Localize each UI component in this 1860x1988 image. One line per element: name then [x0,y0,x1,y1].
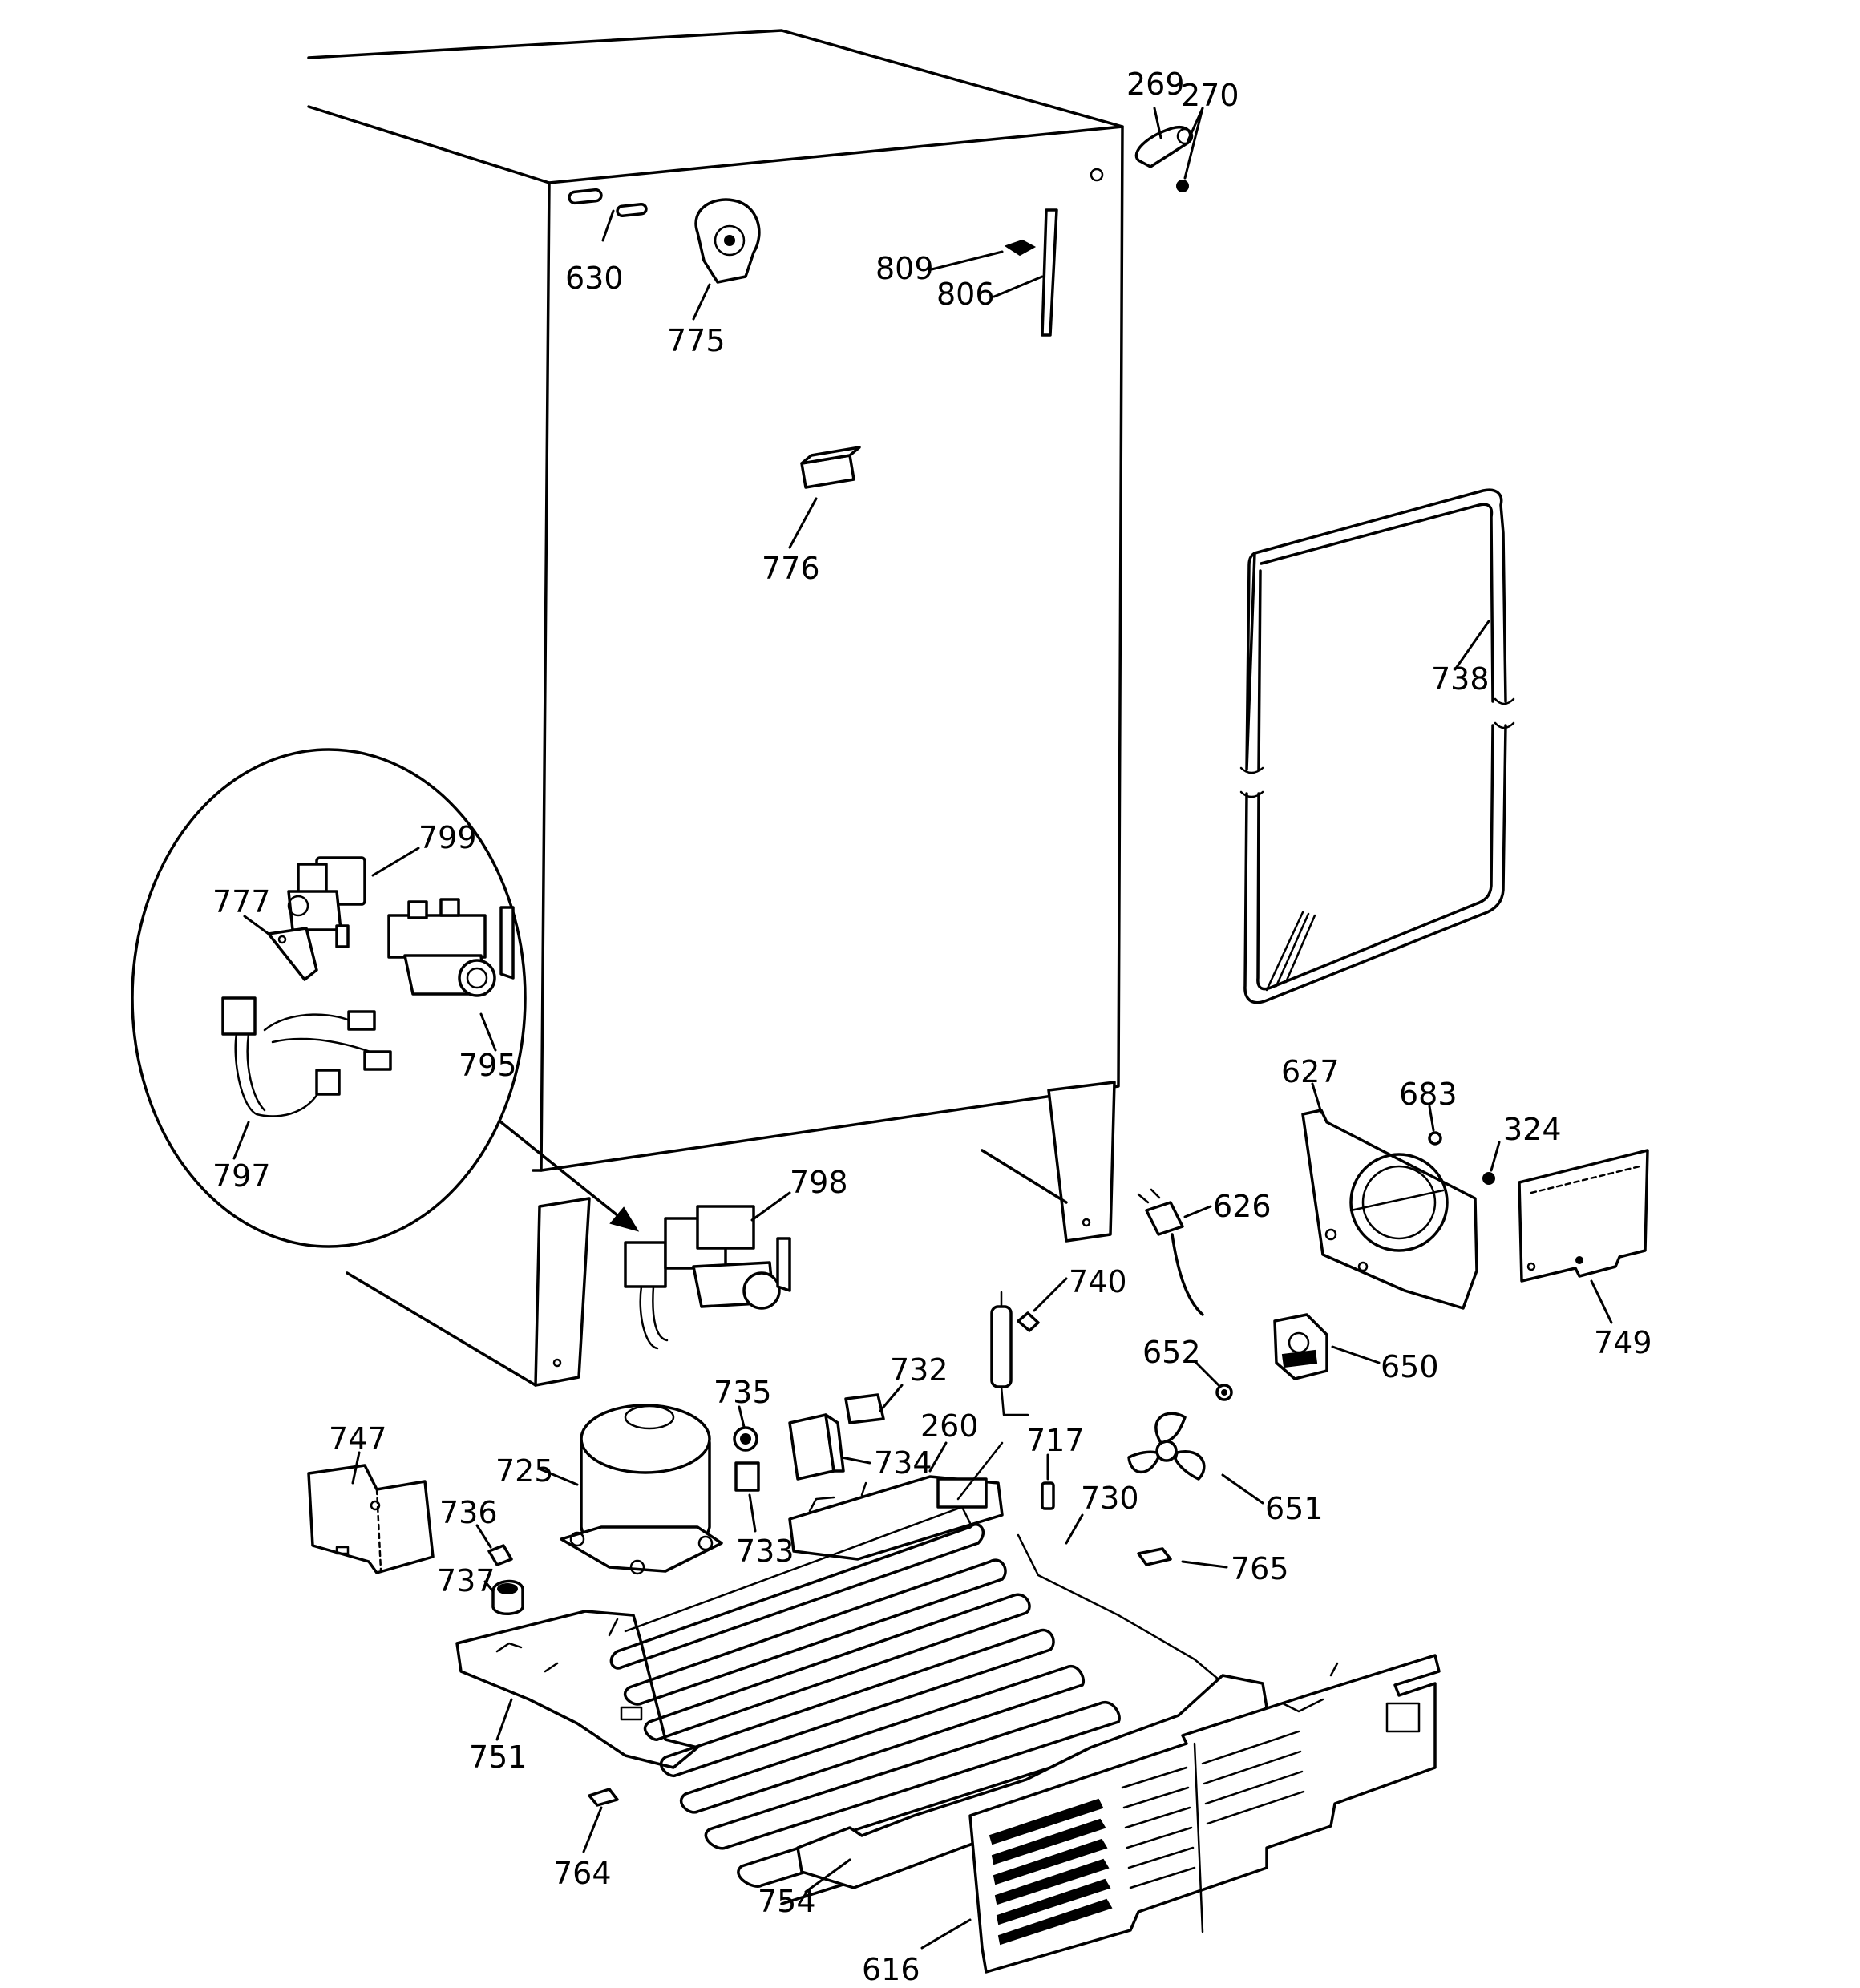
part-324-screw [1482,1141,1501,1185]
part-776-block [788,446,861,549]
callout-809: 809 [875,251,934,286]
part-735-grommet [733,1405,758,1452]
callout-734: 734 [874,1445,932,1481]
callout-736: 736 [439,1495,498,1530]
part-733-relay [734,1461,760,1533]
callout-626: 626 [1213,1189,1272,1224]
part-630-plugs [568,188,648,242]
part-799-valve [287,847,420,948]
callout-735: 735 [714,1375,772,1410]
part-754-pad [796,1674,1268,1893]
part-734-overload [788,1413,871,1481]
callout-764: 764 [553,1856,612,1891]
callout-650: 650 [1381,1349,1439,1384]
part-627-fan-shroud [1301,1082,1478,1310]
callout-730: 730 [1081,1481,1139,1516]
part-798-valve-assembly [624,1191,791,1350]
callout-651: 651 [1265,1491,1324,1526]
callout-798: 798 [790,1165,848,1200]
callout-747: 747 [329,1421,387,1457]
callout-324: 324 [1503,1112,1562,1147]
part-737-grommet [483,1579,524,1615]
callout-795: 795 [459,1048,517,1083]
callout-717: 717 [1026,1423,1085,1458]
callout-799: 799 [418,820,477,855]
part-616-grille [920,1654,1441,1974]
callout-270: 270 [1181,78,1239,113]
callout-733: 733 [736,1533,795,1569]
part-795-valve [387,898,515,1052]
callout-777: 777 [212,884,271,919]
part-683-screw [1428,1105,1442,1146]
part-740-drier [990,1277,1068,1416]
callout-labels: 269 270 630 775 809 806 776 738 799 777 … [212,67,1652,1987]
part-738-gasket-wire [1239,488,1515,1004]
callout-738: 738 [1431,661,1490,697]
callout-775: 775 [667,323,726,358]
callout-806: 806 [936,277,995,312]
part-749-cover [1518,1149,1649,1324]
refrigerator-cabinet [307,29,1124,1387]
callout-776: 776 [762,551,820,586]
callout-616: 616 [862,1952,920,1984]
callout-732: 732 [890,1352,948,1388]
part-765-clip [1137,1547,1228,1569]
part-751-base [455,1610,699,1769]
valve-detail-inset [131,748,527,1248]
part-725-compressor [537,1404,723,1575]
part-806-tube [930,208,1058,337]
inset-arrow [499,1121,640,1232]
part-651-fan-blade [1127,1412,1264,1505]
callout-749: 749 [1594,1325,1652,1360]
callout-652: 652 [1142,1335,1201,1370]
callout-740: 740 [1069,1264,1127,1299]
part-626-power-cord [1137,1188,1212,1316]
callout-765: 765 [1231,1551,1289,1586]
part-736-clip [475,1524,513,1566]
part-650-fan-motor [1273,1313,1381,1380]
part-747-cover [307,1451,435,1574]
callout-683: 683 [1399,1077,1458,1112]
callout-754: 754 [758,1884,816,1919]
callout-737: 737 [437,1563,495,1598]
part-797-harness [221,996,392,1160]
part-260-drain-pan [788,1441,1004,1561]
part-732-clip [844,1384,904,1424]
callout-725: 725 [495,1453,554,1489]
callout-627: 627 [1281,1054,1340,1089]
part-269-bracket [1134,107,1204,192]
part-652-nut [1195,1361,1233,1401]
callout-260: 260 [920,1408,979,1444]
callout-751: 751 [469,1740,528,1775]
callout-797: 797 [212,1158,271,1194]
part-775-damper-control [692,198,761,321]
part-717-fitting [1041,1453,1055,1510]
part-764-clip [582,1788,619,1853]
part-777-bracket [243,915,318,981]
callout-269: 269 [1126,67,1185,102]
callout-630: 630 [565,261,624,296]
